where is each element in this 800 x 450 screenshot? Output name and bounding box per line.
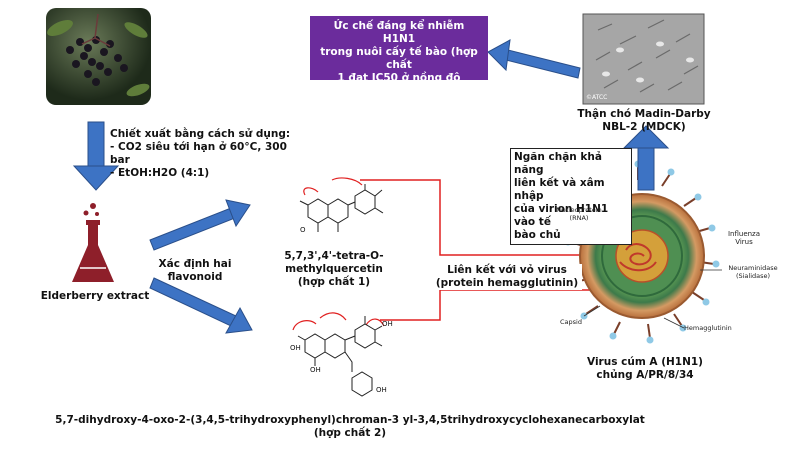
sialidase-text: (Sialidase) [735, 272, 771, 280]
arrow-up-to-cells [622, 125, 670, 191]
compound-1-label: 5,7,3',4'-tetra-O-methylquercetin (hợp c… [244, 250, 424, 289]
compound-2-tag: (hợp chất 2) [313, 427, 387, 439]
hemagglutinin-label: Hemagglutinin [684, 324, 732, 332]
mdck-micrograph [582, 13, 705, 105]
neuraminidase-label: Neuraminidase (Sialidase) [718, 264, 788, 280]
arrow-to-compound-2 [149, 277, 253, 334]
influenza-text: Influenza [727, 230, 761, 238]
identify-line-2: flavonoid [167, 271, 223, 283]
inhibition-result-box: Ức chế đáng kể nhiễm H1N1 trong nuôi cấy… [310, 16, 488, 110]
flask-icon [72, 203, 114, 282]
arrow-down-extraction [72, 121, 120, 191]
compound-1-o-label: O [300, 226, 306, 234]
extraction-method-text: Chiết xuất bằng cách sử dụng: - CO2 siêu… [110, 128, 310, 180]
virus-strain-label: Virus cúm A (H1N1) chủng A/PR/8/34 [575, 356, 715, 382]
virus-line-2: chủng A/PR/8/34 [596, 369, 694, 381]
compound-2-oh-label-4: OH [376, 386, 387, 394]
virus-line-1: Virus cúm A (H1N1) [587, 356, 703, 368]
block-line-2: liên kết và xâm nhập [514, 177, 605, 202]
capsid-label: Capsid [560, 318, 582, 326]
neuraminidase-text: Neuraminidase [728, 264, 778, 272]
inhibition-line-1: Ức chế đáng kể nhiễm H1N1 [333, 20, 465, 45]
compound-2-oh-label-2: OH [310, 366, 321, 374]
inhibition-line-4: hợp chất 2 – 2,8 μg/mL) [329, 98, 469, 110]
mdck-line-1: Thận chó Madin-Darby [577, 108, 711, 120]
block-entry-note: Ngăn chặn khả năng liên kết và xâm nhập … [510, 148, 632, 245]
arrow-to-inhibition [487, 39, 581, 79]
compound-2-label: 5,7-dihydroxy-4-oxo-2-(3,4,5-trihydroxyp… [30, 414, 670, 440]
elderberry-photo [46, 8, 151, 105]
compound-2-oh-label-3: OH [382, 320, 393, 328]
rna-text: (RNA) [569, 214, 589, 222]
binding-line-1: Liên kết với vỏ virus [447, 264, 567, 276]
extraction-method-1: - CO2 siêu tới hạn ở 60°C, 300 bar [110, 141, 287, 166]
binding-line-2: (protein hemagglutinin) [435, 277, 579, 289]
atcc-watermark: ©ATCC [586, 94, 608, 101]
inhibition-line-2: trong nuôi cấy tế bào (hợp chất [320, 46, 478, 71]
nucleoprotein-label: Nucleoprotein (RNA) [544, 206, 614, 222]
extraction-heading: Chiết xuất bằng cách sử dụng: [110, 128, 291, 140]
mdck-cells-label: Thận chó Madin-Darby NBL-2 (MDCK) [572, 108, 716, 134]
compound-1-structure [299, 177, 384, 232]
block-line-1: Ngăn chặn khả năng [514, 151, 602, 176]
binding-label: Liên kết với vỏ virus (protein hemagglut… [432, 264, 582, 290]
identify-flavonoid-label: Xác định hai flavonoid [150, 258, 240, 284]
nucleoprotein-text: Nucleoprotein [556, 206, 602, 214]
extraction-method-2: - EtOH:H2O (4:1) [110, 167, 210, 179]
compound-2-name: 5,7-dihydroxy-4-oxo-2-(3,4,5-trihydroxyp… [55, 414, 645, 426]
influenza-virus-label: Influenza Virus [714, 230, 774, 246]
virus-text: Virus [735, 238, 753, 246]
compound-2-structure [292, 312, 385, 397]
identify-line-1: Xác định hai [158, 258, 232, 270]
compound-1-name: 5,7,3',4'-tetra-O-methylquercetin [284, 250, 384, 275]
arrow-to-compound-1 [149, 199, 251, 251]
block-line-4: bào chủ [514, 229, 561, 241]
compound-2-oh-label-1: OH [290, 344, 301, 352]
block-line-3: của virion H1N1 vào tế [514, 203, 609, 228]
compound-1-tag: (hợp chất 1) [297, 276, 371, 288]
elderberry-extract-label: Elderberry extract [40, 290, 150, 302]
mdck-line-2: NBL-2 (MDCK) [602, 121, 686, 133]
inhibition-line-3: 1 đạt IC50 ở nồng độ 0,13μg/mL, [337, 72, 461, 97]
